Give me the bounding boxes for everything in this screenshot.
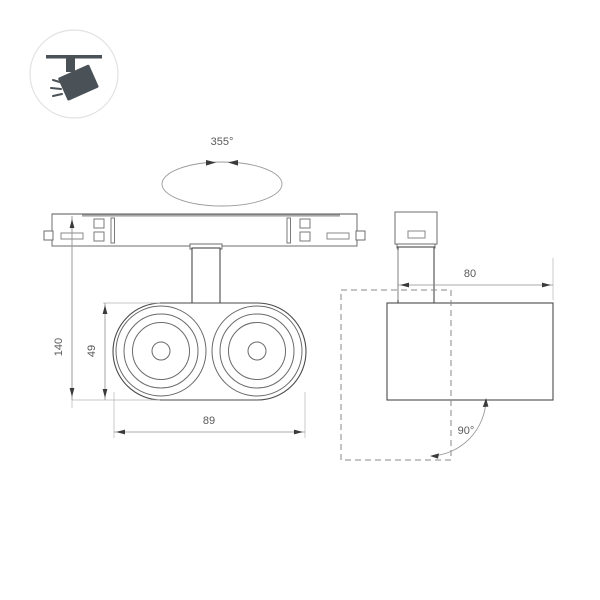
front-track-contact-square-4 xyxy=(299,231,311,242)
tilt-arc-90 xyxy=(431,399,487,457)
dimension-label-355: 355° xyxy=(211,136,234,148)
rotation-ellipse xyxy=(161,161,283,207)
ceiling-track-spotlight-icon-circle xyxy=(29,29,119,119)
tilt-arc-arrow-top xyxy=(482,398,489,407)
front-lens-right xyxy=(211,305,303,397)
icon-drop-stem xyxy=(66,58,75,72)
dim-arrow-89-right xyxy=(294,429,303,435)
dim-arrow-80-left xyxy=(400,282,409,288)
front-lens-left-ring-2 xyxy=(123,313,199,389)
front-elevation-view xyxy=(43,213,366,401)
front-track-contact-square-3 xyxy=(299,218,311,229)
front-track-right-slot xyxy=(326,232,350,240)
dim-arrow-140-bottom xyxy=(69,388,75,397)
front-track-contact-square-2 xyxy=(93,231,105,242)
front-track-divider-right xyxy=(286,217,291,244)
rotation-arrow-left xyxy=(206,160,216,166)
rotation-arrow-right xyxy=(228,160,238,166)
front-lens-right-center xyxy=(247,341,267,361)
dim-arrow-80-right xyxy=(542,282,551,288)
rotation-indicator-group: 355° xyxy=(161,136,283,207)
dim-arrow-140-top xyxy=(69,219,75,228)
dimension-label-140: 140 xyxy=(53,338,65,356)
front-lens-left-ring-1 xyxy=(115,305,207,397)
front-lens-right-ring-2 xyxy=(219,313,295,389)
front-lens-left-center xyxy=(151,341,171,361)
side-elevation-view xyxy=(340,211,554,461)
icon-ceiling-rail xyxy=(46,55,102,59)
front-lamp-head-body xyxy=(112,302,307,401)
tilt-arc-arrow-bottom xyxy=(430,453,439,459)
dimension-label-89: 89 xyxy=(203,415,215,427)
product-icon-group xyxy=(29,29,119,119)
side-rotated-ghost-outline xyxy=(340,289,452,461)
dimension-label-49: 49 xyxy=(86,345,98,357)
front-track-left-endcap xyxy=(43,230,54,241)
dimension-label-80: 80 xyxy=(464,268,476,280)
side-lamp-body xyxy=(386,302,554,401)
side-stem xyxy=(397,246,435,305)
dimension-label-90: 90° xyxy=(458,425,475,437)
icon-light-rays xyxy=(50,79,64,97)
front-track-right-endcap xyxy=(355,230,366,241)
side-track-block-slot xyxy=(407,230,426,239)
front-stem xyxy=(191,247,221,305)
side-track-block xyxy=(394,211,438,245)
dim-arrow-89-left xyxy=(116,429,125,435)
front-lens-right-ring-3 xyxy=(228,322,286,380)
front-track-contact-square-1 xyxy=(93,218,105,229)
front-lens-left xyxy=(115,305,207,397)
front-lens-left-ring-3 xyxy=(132,322,190,380)
front-lens-right-ring-1 xyxy=(211,305,303,397)
side-view-dimension-group: 80 90° xyxy=(397,250,554,459)
front-track-divider-left xyxy=(110,217,115,244)
dim-arrow-49-top xyxy=(102,305,108,314)
dim-arrow-49-bottom xyxy=(102,389,108,398)
front-view-dimension-group: 140 49 89 xyxy=(53,216,306,438)
icon-lamp-body xyxy=(58,64,99,101)
